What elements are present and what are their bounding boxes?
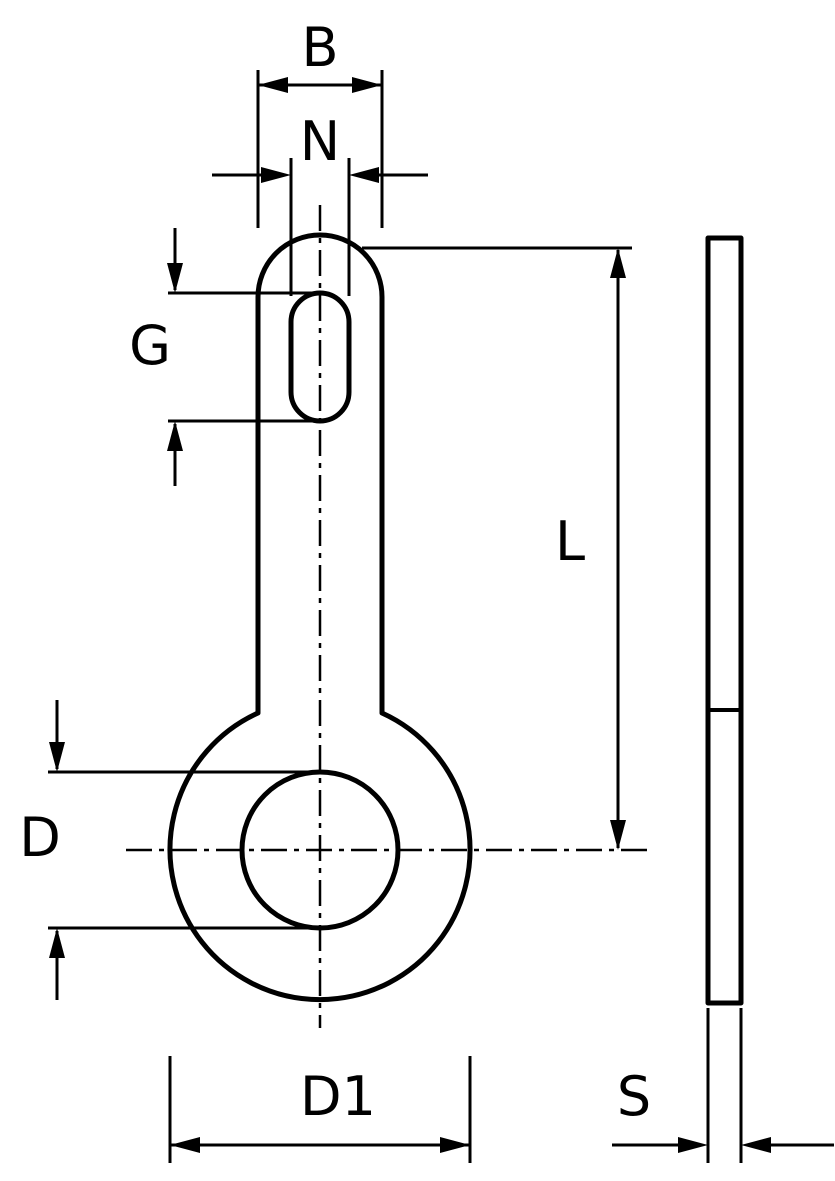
arrow-l-top <box>610 248 626 278</box>
arrow-b-right <box>352 77 382 93</box>
arrow-n-left <box>261 167 291 183</box>
arrow-d1-right <box>440 1137 470 1153</box>
arrow-d-top <box>49 742 65 772</box>
arrow-b-left <box>258 77 288 93</box>
arrow-n-right <box>349 167 379 183</box>
label-length-l: L <box>555 510 585 573</box>
label-outer-diameter-d1: D1 <box>300 1065 376 1128</box>
arrow-g-top <box>167 263 183 293</box>
centerlines <box>126 205 648 1028</box>
label-slot-width-n: N <box>300 110 340 173</box>
arrow-g-bottom <box>167 421 183 451</box>
arrow-s-right <box>741 1137 771 1153</box>
arrowheads <box>49 77 771 1153</box>
arrow-s-left <box>678 1137 708 1153</box>
label-hole-diameter-d: D <box>19 806 61 869</box>
label-slot-length-g: G <box>129 314 171 377</box>
dimension-lines <box>48 70 834 1163</box>
label-thickness-s: S <box>617 1065 651 1128</box>
arrow-d-bottom <box>49 928 65 958</box>
label-width-b: B <box>301 16 338 79</box>
arrow-d1-left <box>170 1137 200 1153</box>
side-view-outline <box>705 235 744 1006</box>
arrow-l-bottom <box>610 820 626 850</box>
dimension-labels: B N G L D D1 S <box>19 16 651 1128</box>
